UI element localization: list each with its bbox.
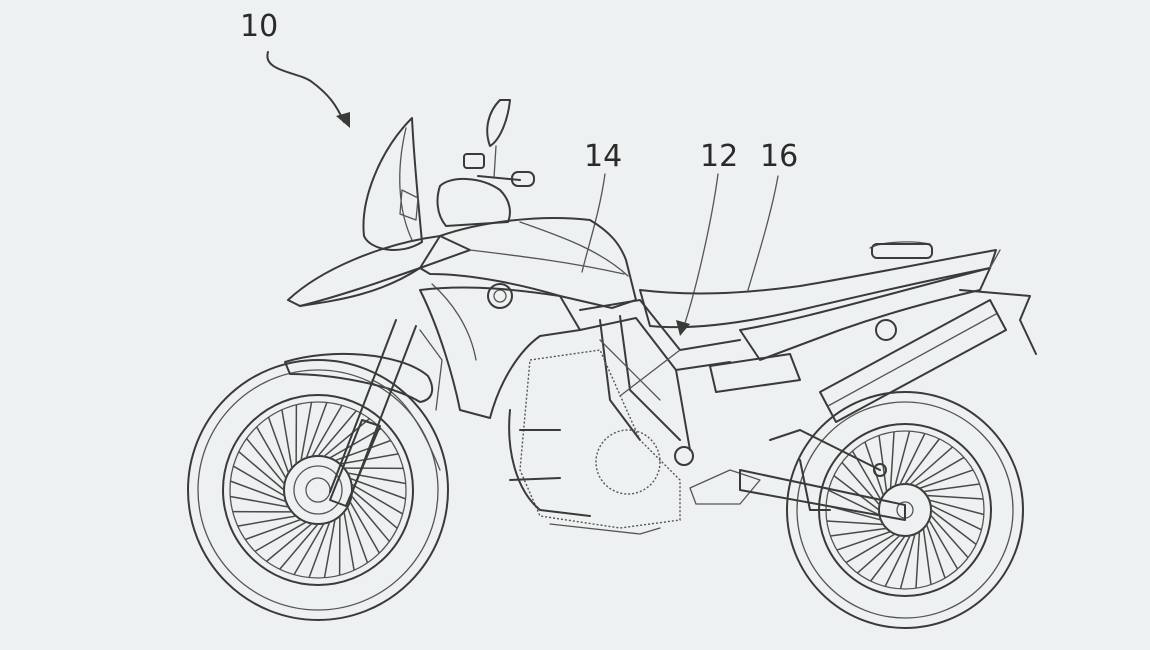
wheel-spoke (300, 402, 313, 461)
wheel-spoke (349, 501, 381, 554)
frame (579, 299, 741, 466)
label-14: 14 (584, 139, 622, 174)
wheel-spoke (929, 514, 969, 559)
wheel-spoke (833, 475, 880, 511)
wheel-spoke (317, 410, 357, 457)
label-12: 12 (700, 139, 738, 174)
wheel-spoke (267, 416, 290, 474)
motorcycle-icon (187, 99, 1037, 629)
wheel-spoke (346, 506, 369, 564)
leader-12 (676, 173, 719, 336)
wheel-spoke (339, 453, 399, 465)
leader-16 (747, 175, 779, 291)
wheel-spoke (350, 495, 390, 542)
wheel-spoke (308, 521, 331, 578)
wheel-spoke (856, 534, 901, 574)
wheel-spoke (919, 469, 974, 490)
wheel-spoke (266, 522, 313, 562)
wheel-spoke (836, 530, 891, 551)
rear-wheel (786, 391, 1024, 629)
wheel-spoke (899, 533, 916, 590)
wheel-spoke (899, 433, 926, 485)
wheel-spoke (246, 438, 286, 485)
wheel-spoke (281, 409, 293, 469)
front-fender (284, 352, 434, 403)
fairing (287, 235, 471, 307)
wheel-spoke (230, 495, 289, 508)
wheel-spoke (323, 519, 336, 578)
wheel-spoke (928, 519, 959, 570)
wheel-spoke (238, 451, 285, 491)
wheel-spoke (347, 472, 406, 485)
wheel-spoke (230, 480, 287, 503)
wheel-spoke (923, 483, 980, 493)
wheel-spoke (237, 515, 297, 527)
wheel-spoke (323, 418, 370, 458)
windscreen (362, 117, 423, 251)
wheel-spoke (244, 518, 302, 541)
leader-10 (266, 51, 350, 128)
wheel-spoke (870, 535, 906, 582)
wheel-spoke (830, 527, 887, 537)
wheel-spoke (828, 489, 880, 516)
wheel-spoke (915, 531, 921, 589)
wheel-spoke (845, 533, 896, 564)
handlebar (436, 99, 535, 227)
wheel-spoke (311, 404, 343, 457)
radiator-cover (419, 286, 581, 419)
side-panel (709, 353, 801, 393)
wheel-spoke (254, 521, 307, 553)
wheel-spoke (232, 465, 285, 497)
wheel-spoke (349, 477, 406, 500)
wheel-spoke (894, 430, 911, 487)
wheel-spoke (826, 520, 884, 526)
front-wheel (187, 359, 449, 621)
wheel-spoke (930, 504, 982, 531)
wheel-spoke (878, 435, 888, 492)
seat (639, 249, 997, 329)
wheel-spoke (279, 523, 319, 570)
wheel-spoke (904, 438, 940, 485)
exhaust (819, 299, 1007, 423)
label-10: 10 (240, 9, 278, 44)
wheel-spoke (305, 402, 328, 459)
wheel-spoke (928, 499, 985, 516)
wheel-spoke (343, 511, 355, 571)
label-16: 16 (760, 139, 798, 174)
wheel-spoke (930, 509, 977, 545)
wheel-spoke (329, 427, 382, 459)
wheel-spoke (909, 446, 954, 486)
wheel-spoke (926, 494, 984, 500)
wheel-spoke (922, 528, 932, 585)
wheel-spoke (884, 535, 911, 587)
swing-arm (739, 429, 906, 521)
wheel-spoke (914, 456, 965, 487)
wheel-spoke (255, 426, 287, 479)
wheel-spoke (889, 431, 895, 489)
engine (508, 349, 761, 535)
wheel-spoke (351, 483, 404, 515)
wheel-spoke (293, 523, 325, 576)
front-fork (329, 319, 443, 507)
fuel-tank (419, 216, 637, 309)
leader-14 (581, 173, 606, 273)
wheel-spoke (925, 524, 946, 579)
wheel-spoke (351, 489, 398, 529)
